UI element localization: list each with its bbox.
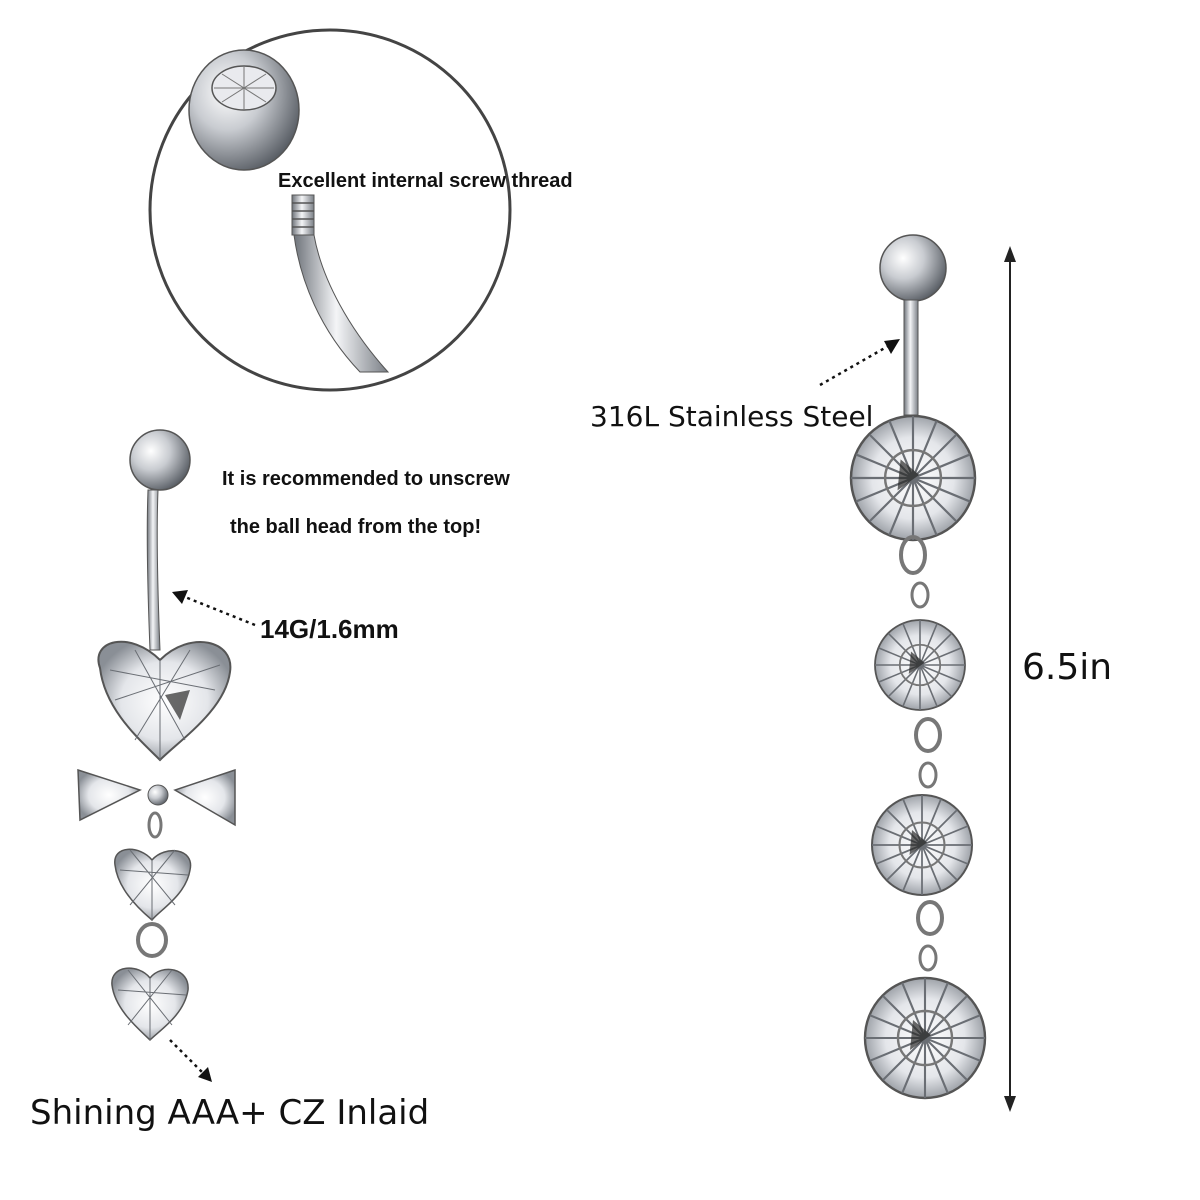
right-belly-ring bbox=[851, 234, 985, 1098]
left-belly-ring bbox=[77, 429, 236, 1042]
pointer-arrows bbox=[169, 339, 900, 1082]
recommend-line-1: It is recommended to unscrew bbox=[222, 468, 510, 490]
recommend-line-2: the ball head from the top! bbox=[230, 516, 482, 538]
length-dimension-line bbox=[1004, 246, 1016, 1112]
magnifier-circle bbox=[148, 28, 512, 392]
steel-label: 316L Stainless Steel bbox=[590, 400, 874, 433]
screw-thread-label: Excellent internal screw thread bbox=[278, 170, 573, 192]
length-label: 6.5in bbox=[1022, 647, 1113, 688]
cz-label: Shining AAA+ CZ Inlaid bbox=[30, 1093, 430, 1133]
gauge-label: 14G/1.6mm bbox=[260, 614, 399, 644]
